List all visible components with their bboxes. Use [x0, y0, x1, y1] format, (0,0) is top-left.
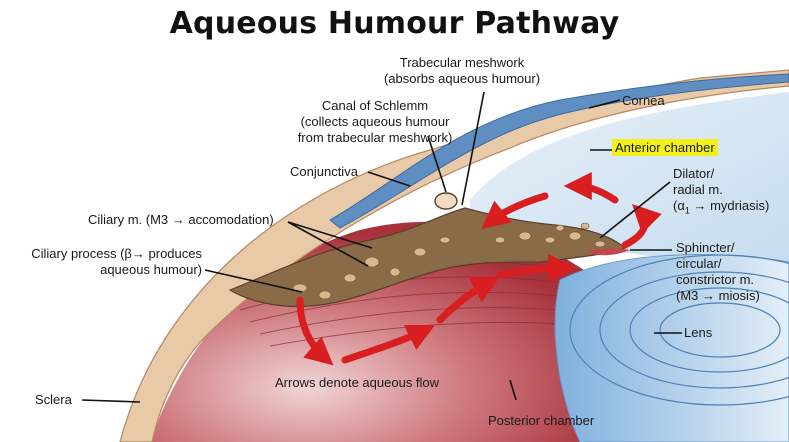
flow-arrow-2	[341, 324, 436, 364]
flow-arrow-6	[563, 172, 619, 204]
label-anterior-chamber: Anterior chamber	[612, 139, 718, 156]
label-arrows-note: Arrows denote aqueous flow	[275, 375, 440, 390]
lens-rings	[569, 254, 789, 406]
label-dilator: Dilator/ radial m. (α1 → mydriasis)	[673, 166, 769, 219]
label-line: (absorbs aqueous humour)	[383, 71, 541, 86]
label-line: Ciliary process (β→ produces	[31, 246, 202, 261]
label-lens: Lens	[684, 325, 713, 340]
leader-conjunctiva	[367, 171, 411, 187]
label-canal-of-schlemm: Canal of Schlemm (collects aqueous humou…	[280, 98, 470, 146]
leader-cornea	[588, 99, 621, 109]
label-posterior-chamber: Posterior chamber	[488, 413, 595, 428]
highlighted-text: Anterior chamber	[612, 139, 718, 156]
sphincter-muscle	[585, 248, 630, 256]
flow-arrow-7	[481, 192, 549, 229]
label-line: (α1 → mydriasis)	[673, 198, 769, 219]
label-ciliary-muscle: Ciliary m. (M3 → accomodation)	[88, 212, 274, 227]
label-sclera: Sclera	[35, 392, 72, 407]
tissue-spots	[292, 222, 606, 300]
leader-dilator	[599, 181, 671, 239]
flow-arrows	[296, 172, 662, 366]
label-line: Trabecular meshwork	[399, 55, 525, 70]
label-line: (M3 → miosis)	[676, 288, 760, 303]
leader-posterior	[509, 379, 517, 401]
label-subscript: 1	[684, 205, 690, 216]
label-line: aqueous humour)	[100, 262, 202, 277]
label-line: (collects aqueous humour	[300, 114, 450, 129]
flow-arrow-3	[436, 276, 500, 324]
leader-ciliary-m-2	[287, 221, 369, 267]
leader-trabecular	[461, 91, 485, 206]
leader-canal	[427, 135, 447, 193]
label-fragment: (α	[673, 198, 685, 213]
page-title: Aqueous Humour Pathway	[169, 6, 620, 41]
label-sphincter: Sphincter/ circular/ constrictor m. (M3 …	[676, 240, 760, 304]
label-line: radial m.	[673, 182, 723, 197]
flow-arrow-4	[496, 254, 577, 283]
leader-ciliary-proc	[204, 269, 303, 293]
canal-of-schlemm-shape	[434, 192, 458, 210]
label-line: circular/	[676, 256, 722, 271]
label-trabecular-meshwork: Trabecular meshwork (absorbs aqueous hum…	[372, 55, 552, 87]
leader-ciliary-m-1	[287, 221, 373, 249]
label-line: Dilator/	[673, 166, 715, 181]
flow-arrow-5	[621, 204, 662, 249]
label-line: from trabecular meshwork)	[297, 130, 453, 145]
label-ciliary-process: Ciliary process (β→ produces aqueous hum…	[12, 246, 202, 278]
label-cornea: Cornea	[622, 93, 665, 108]
label-line: constrictor m.	[676, 272, 755, 287]
label-line: Canal of Schlemm	[321, 98, 429, 113]
leader-lines	[81, 91, 682, 403]
label-conjunctiva: Conjunctiva	[290, 164, 358, 179]
label-fragment: → mydriasis)	[689, 198, 770, 213]
leader-sclera	[81, 399, 141, 403]
flow-arrow-1	[296, 296, 334, 366]
label-line: Sphincter/	[676, 240, 735, 255]
cornea-layer	[329, 73, 789, 229]
